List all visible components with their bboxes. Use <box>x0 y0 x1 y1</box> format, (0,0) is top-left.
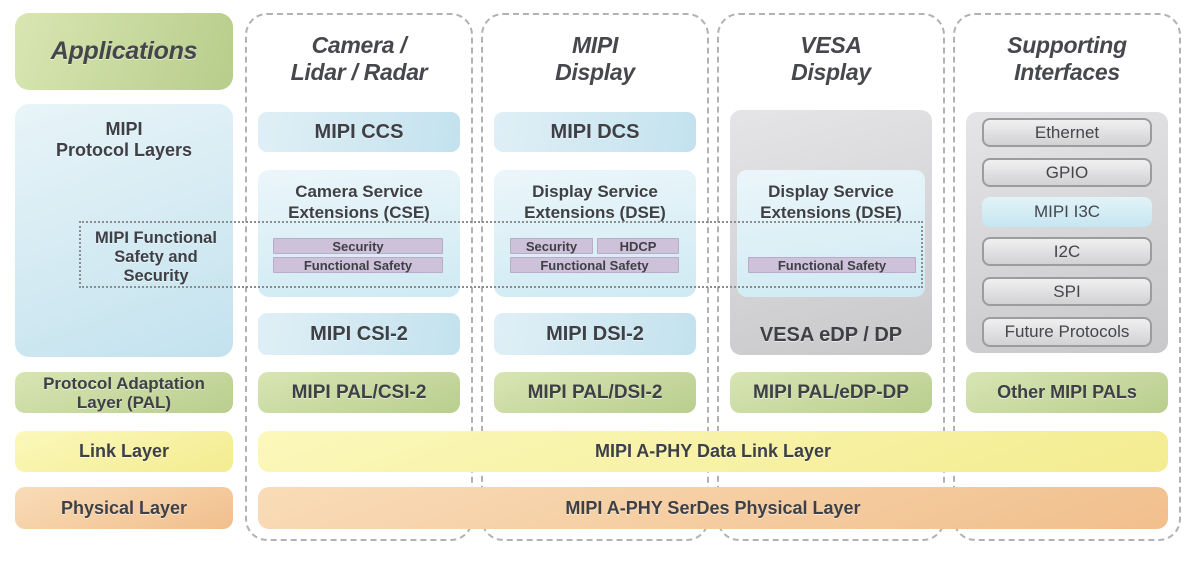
camera-service-extensions-label: Camera Service Extensions (CSE) <box>288 182 430 222</box>
column-header-vesa-display: VESA Display <box>791 32 871 85</box>
vesa-functional-safety-bar: Functional Safety <box>748 257 916 273</box>
gpio-pill: GPIO <box>982 158 1152 187</box>
display-service-extensions-label-vesa: Display Service Extensions (DSE) <box>760 182 902 222</box>
mipi-ccs-box: MIPI CCS <box>258 112 460 152</box>
camera-service-extensions-box: Camera Service Extensions (CSE) <box>258 170 460 297</box>
column-header-supporting: Supporting Interfaces <box>1007 32 1127 85</box>
aphy-serdes-physical-layer-bar: MIPI A-PHY SerDes Physical Layer <box>258 487 1168 529</box>
spi-pill: SPI <box>982 277 1152 306</box>
camera-functional-safety-bar: Functional Safety <box>273 257 443 273</box>
physical-layer-label-box: Physical Layer <box>15 487 233 529</box>
mipi-pal-edp-dp-box: MIPI PAL/eDP-DP <box>730 372 932 413</box>
other-mipi-pals-box: Other MIPI PALs <box>966 372 1168 413</box>
display-security-bar: Security <box>510 238 593 254</box>
camera-security-bar: Security <box>273 238 443 254</box>
link-layer-label-box: Link Layer <box>15 431 233 472</box>
column-vesa-display: VESA Display <box>717 13 945 541</box>
i2c-pill: I2C <box>982 237 1152 266</box>
column-header-mipi-display: MIPI Display <box>555 32 635 85</box>
column-header-camera: Camera / Lidar / Radar <box>290 32 428 85</box>
display-hdcp-bar: HDCP <box>597 238 679 254</box>
column-camera-lidar-radar: Camera / Lidar / Radar <box>245 13 473 541</box>
ethernet-pill: Ethernet <box>982 118 1152 147</box>
mipi-pal-csi2-box: MIPI PAL/CSI-2 <box>258 372 460 413</box>
mipi-i3c-pill: MIPI I3C <box>982 197 1152 227</box>
column-mipi-display: MIPI Display <box>481 13 709 541</box>
future-protocols-pill: Future Protocols <box>982 317 1152 347</box>
supporting-interfaces-box <box>966 112 1168 353</box>
display-functional-safety-bar: Functional Safety <box>510 257 679 273</box>
protocol-adaptation-layer-label-box: Protocol Adaptation Layer (PAL) <box>15 372 233 413</box>
mipi-dcs-box: MIPI DCS <box>494 112 696 152</box>
mipi-protocol-layers-label: MIPI Protocol Layers <box>55 119 193 160</box>
mipi-dsi2-box: MIPI DSI-2 <box>494 313 696 355</box>
column-supporting-interfaces: Supporting Interfaces <box>953 13 1181 541</box>
aphy-data-link-layer-bar: MIPI A-PHY Data Link Layer <box>258 431 1168 472</box>
mipi-protocol-layers-box <box>15 104 233 357</box>
display-service-extensions-box-mipi: Display Service Extensions (DSE) <box>494 170 696 297</box>
display-service-extensions-label-mipi: Display Service Extensions (DSE) <box>524 182 666 222</box>
mipi-pal-dsi2-box: MIPI PAL/DSI-2 <box>494 372 696 413</box>
applications-header: Applications <box>15 13 233 90</box>
functional-safety-security-label: MIPI Functional Safety and Security <box>95 229 217 285</box>
display-service-extensions-box-vesa: Display Service Extensions (DSE) <box>737 170 925 297</box>
vesa-edp-dp-label: VESA eDP / DP <box>759 323 903 346</box>
mipi-csi2-box: MIPI CSI-2 <box>258 313 460 355</box>
